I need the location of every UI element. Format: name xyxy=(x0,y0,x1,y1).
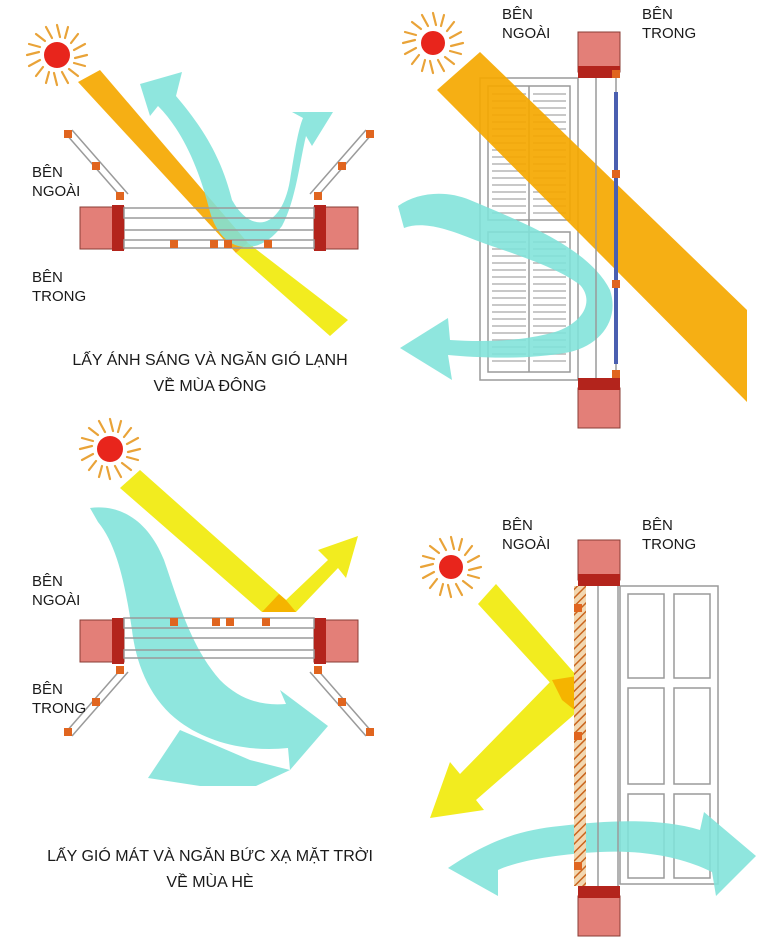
wind-arrow xyxy=(398,193,613,380)
reflection-point xyxy=(552,676,577,712)
panel-summer-vertical xyxy=(419,535,756,937)
caption-winter-line1: LẤY ÁNH SÁNG VÀ NGĂN GIÓ LẠNH xyxy=(72,352,348,369)
sun-icon xyxy=(401,11,465,75)
sun-icon xyxy=(25,23,89,87)
sunlight-beam xyxy=(120,470,286,612)
panel-door xyxy=(619,585,719,885)
wall-section xyxy=(574,539,621,937)
wind-arrow xyxy=(140,72,333,248)
caption-summer-line2: VỀ MÙA HÈ xyxy=(166,874,254,891)
wind-arrow xyxy=(90,507,328,770)
panel-winter-vertical xyxy=(398,11,747,429)
reflected-sunlight xyxy=(262,536,358,612)
window-assembly xyxy=(64,129,374,251)
wall-section xyxy=(577,31,621,429)
reflection-point xyxy=(262,594,296,612)
window-assembly xyxy=(64,617,374,737)
caption-winter-line2: VỀ MÙA ĐÔNG xyxy=(153,378,267,395)
transmitted-sunlight xyxy=(236,243,348,336)
sun-icon xyxy=(419,535,483,599)
wind-arrow xyxy=(448,812,756,896)
reflected-sunlight xyxy=(430,676,577,818)
wind-tail xyxy=(148,730,290,786)
panel-winter-horizontal xyxy=(25,23,374,336)
panel-summer-horizontal xyxy=(64,417,374,786)
caption-winter: LẤY ÁNH SÁNG VÀ NGĂN GIÓ LẠNH VỀ MÙA ĐÔN… xyxy=(50,348,370,400)
caption-summer-line1: LẤY GIÓ MÁT VÀ NGĂN BỨC XẠ MẶT TRỜI xyxy=(47,848,373,865)
sun-icon xyxy=(78,417,142,481)
caption-summer: LẤY GIÓ MÁT VÀ NGĂN BỨC XẠ MẶT TRỜI VỀ M… xyxy=(0,844,420,896)
sunlight-beam xyxy=(437,52,747,402)
